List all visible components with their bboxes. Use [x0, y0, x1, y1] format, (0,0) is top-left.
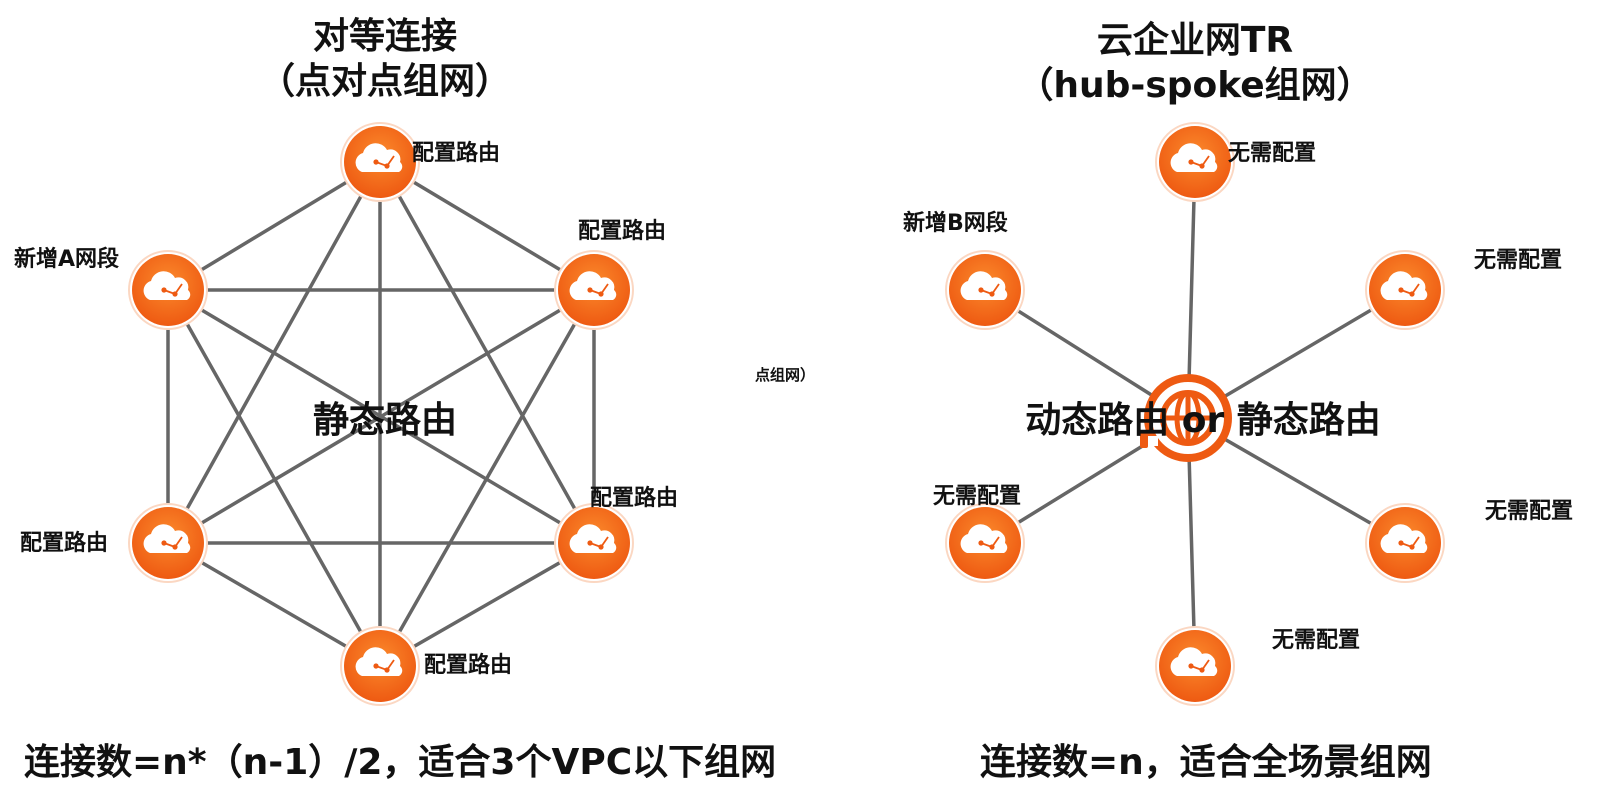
right-title-line2: （hub-spoke组网）: [1017, 65, 1372, 106]
right-node-upper-right: [1365, 250, 1445, 330]
left-node-label-lower-right: 配置路由: [590, 485, 678, 511]
mesh-edge-lower-right-bottom: [378, 541, 596, 668]
left-node-lower-right: [554, 503, 634, 583]
right-title-line1: 云企业网TR: [1097, 19, 1293, 61]
right-node-label-bottom: 无需配置: [1272, 628, 1360, 653]
right-node-bottom: [1155, 626, 1235, 706]
mesh-edge-upper-right-lower-left: [166, 288, 596, 545]
left-node-upper-left: [128, 250, 208, 330]
right-node-label-lower-left: 无需配置: [933, 484, 1021, 509]
mesh-edge-top-upper-right: [378, 160, 596, 292]
right-center-label: 动态路由 or 静态路由: [1025, 400, 1381, 441]
left-node-upper-right: [554, 250, 634, 330]
right-footer: 连接数=n，适合全场景组网: [980, 741, 1432, 783]
right-node-label-top: 无需配置: [1228, 141, 1316, 166]
left-node-bottom: [340, 626, 420, 706]
left-title-line2: （点对点组网）: [259, 61, 511, 102]
hub-globe-icon: [1140, 374, 1232, 462]
mesh-edge-top-upper-left: [166, 160, 382, 292]
right-node-label-upper-left: 新增B网段: [903, 210, 1008, 236]
stray-text: 点组网）: [755, 366, 815, 384]
left-node-label-bottom: 配置路由: [424, 652, 512, 678]
left-node-label-top: 配置路由: [412, 140, 500, 166]
left-node-lower-left: [128, 503, 208, 583]
left-edges: [166, 160, 596, 668]
right-node-top: [1155, 122, 1235, 202]
left-footer: 连接数=n*（n-1）/2，适合3个VPC以下组网: [24, 742, 776, 783]
mesh-edge-upper-right-bottom: [378, 288, 596, 668]
left-node-label-upper-right: 配置路由: [578, 218, 666, 244]
left-center-label: 静态路由: [313, 400, 457, 441]
left-title-line1: 对等连接: [313, 16, 457, 57]
left-node-label-lower-left: 配置路由: [20, 530, 108, 556]
mesh-edge-upper-left-bottom: [166, 288, 382, 668]
right-node-lower-left: [945, 503, 1025, 583]
right-node-label-upper-right: 无需配置: [1474, 248, 1562, 273]
right-node-label-lower-right: 无需配置: [1485, 499, 1573, 524]
right-node-upper-left: [945, 250, 1025, 330]
left-node-top: [340, 122, 420, 202]
right-node-lower-right: [1365, 503, 1445, 583]
mesh-edge-lower-left-bottom: [166, 541, 382, 668]
left-node-label-upper-left: 新增A网段: [14, 246, 119, 272]
